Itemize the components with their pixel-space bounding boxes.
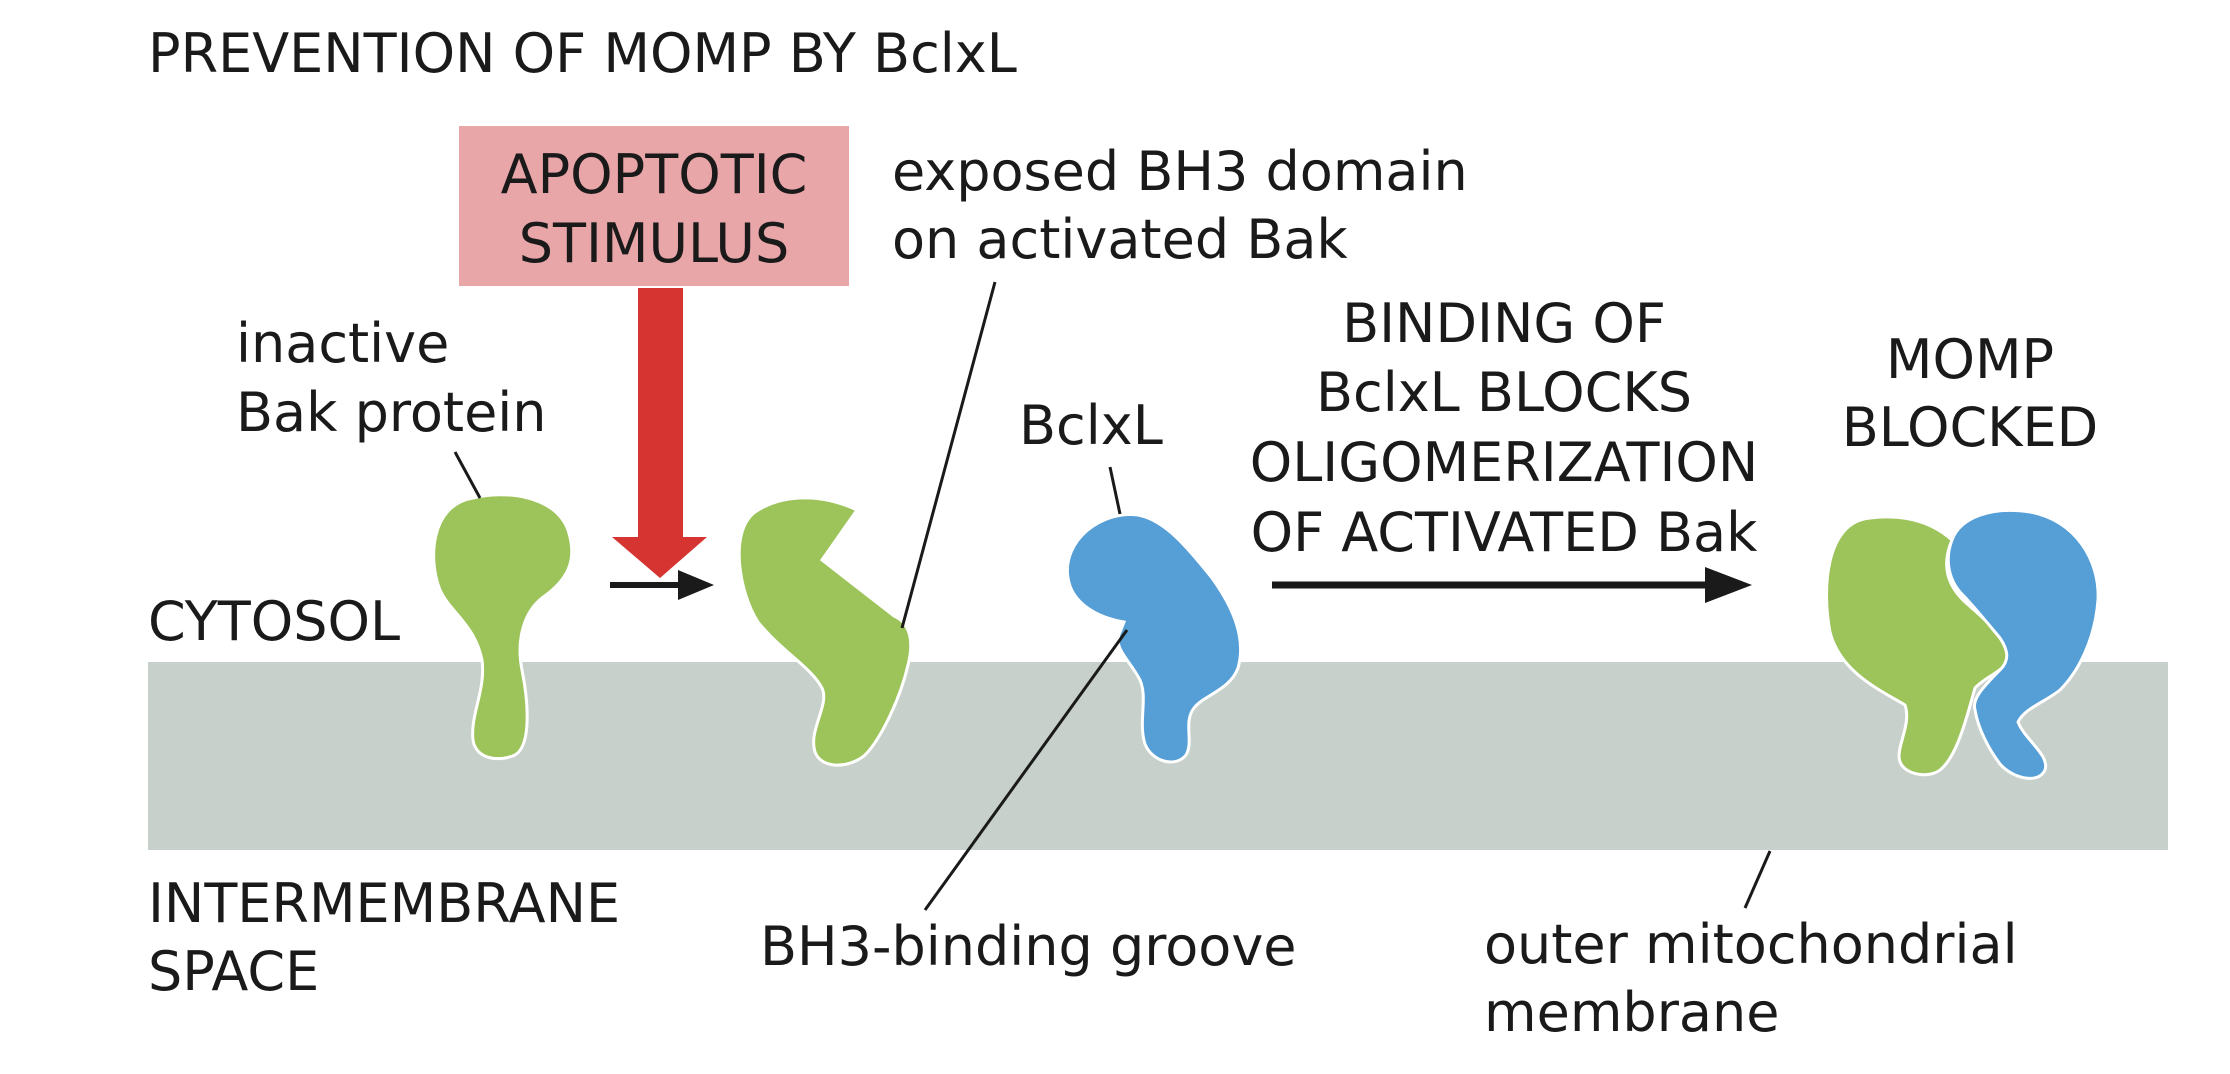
momp-label-line2: BLOCKED (1842, 396, 2099, 459)
bh3-groove-label: BH3-binding groove (760, 915, 1297, 978)
membrane-label-line2: membrane (1484, 981, 1779, 1044)
activation-arrow-head (678, 570, 714, 600)
exposed-bh3-label-line2: on activated Bak (892, 208, 1348, 271)
binding-label-line4: OF ACTIVATED Bak (1251, 501, 1759, 564)
complex-bak-protein (1825, 515, 2010, 777)
stimulus-arrow (612, 288, 707, 578)
complex-bclxl-protein (1946, 508, 2100, 780)
exposed-bh3-label-line1: exposed BH3 domain (892, 140, 1468, 203)
inactive-bak-label-line1: inactive (236, 312, 449, 375)
membrane-label-line1: outer mitochondrial (1484, 913, 2018, 976)
bclxl-label: BclxL (1019, 394, 1163, 457)
leader-membrane (1743, 850, 1772, 909)
momp-label-line1: MOMP (1886, 328, 2054, 391)
activated-bak-protein (737, 496, 913, 767)
diagram-title: PREVENTION OF MOMP BY BclxL (148, 22, 1017, 85)
inactive-bak-protein (432, 493, 574, 761)
cytosol-label: CYTOSOL (148, 590, 400, 653)
binding-label-line3: OLIGOMERIZATION (1250, 431, 1759, 494)
blocking-arrow-head (1705, 567, 1752, 603)
leader-bh3-groove (923, 629, 1129, 911)
intermembrane-label-line1: INTERMEMBRANE (148, 872, 620, 935)
apoptotic-stimulus-box (459, 126, 849, 286)
stimulus-line2: STIMULUS (519, 212, 790, 275)
leader-bclxl (1108, 466, 1122, 515)
leader-inactive-bak (453, 451, 482, 499)
bclxl-protein (1065, 512, 1243, 764)
stimulus-line1: APOPTOTIC (501, 143, 808, 206)
inactive-bak-label-line2: Bak protein (236, 381, 547, 444)
intermembrane-label-line2: SPACE (148, 940, 319, 1003)
binding-label-line2: BclxL BLOCKS (1316, 361, 1692, 424)
binding-label-line1: BINDING OF (1342, 292, 1666, 355)
leader-exposed-bh3 (900, 281, 997, 629)
